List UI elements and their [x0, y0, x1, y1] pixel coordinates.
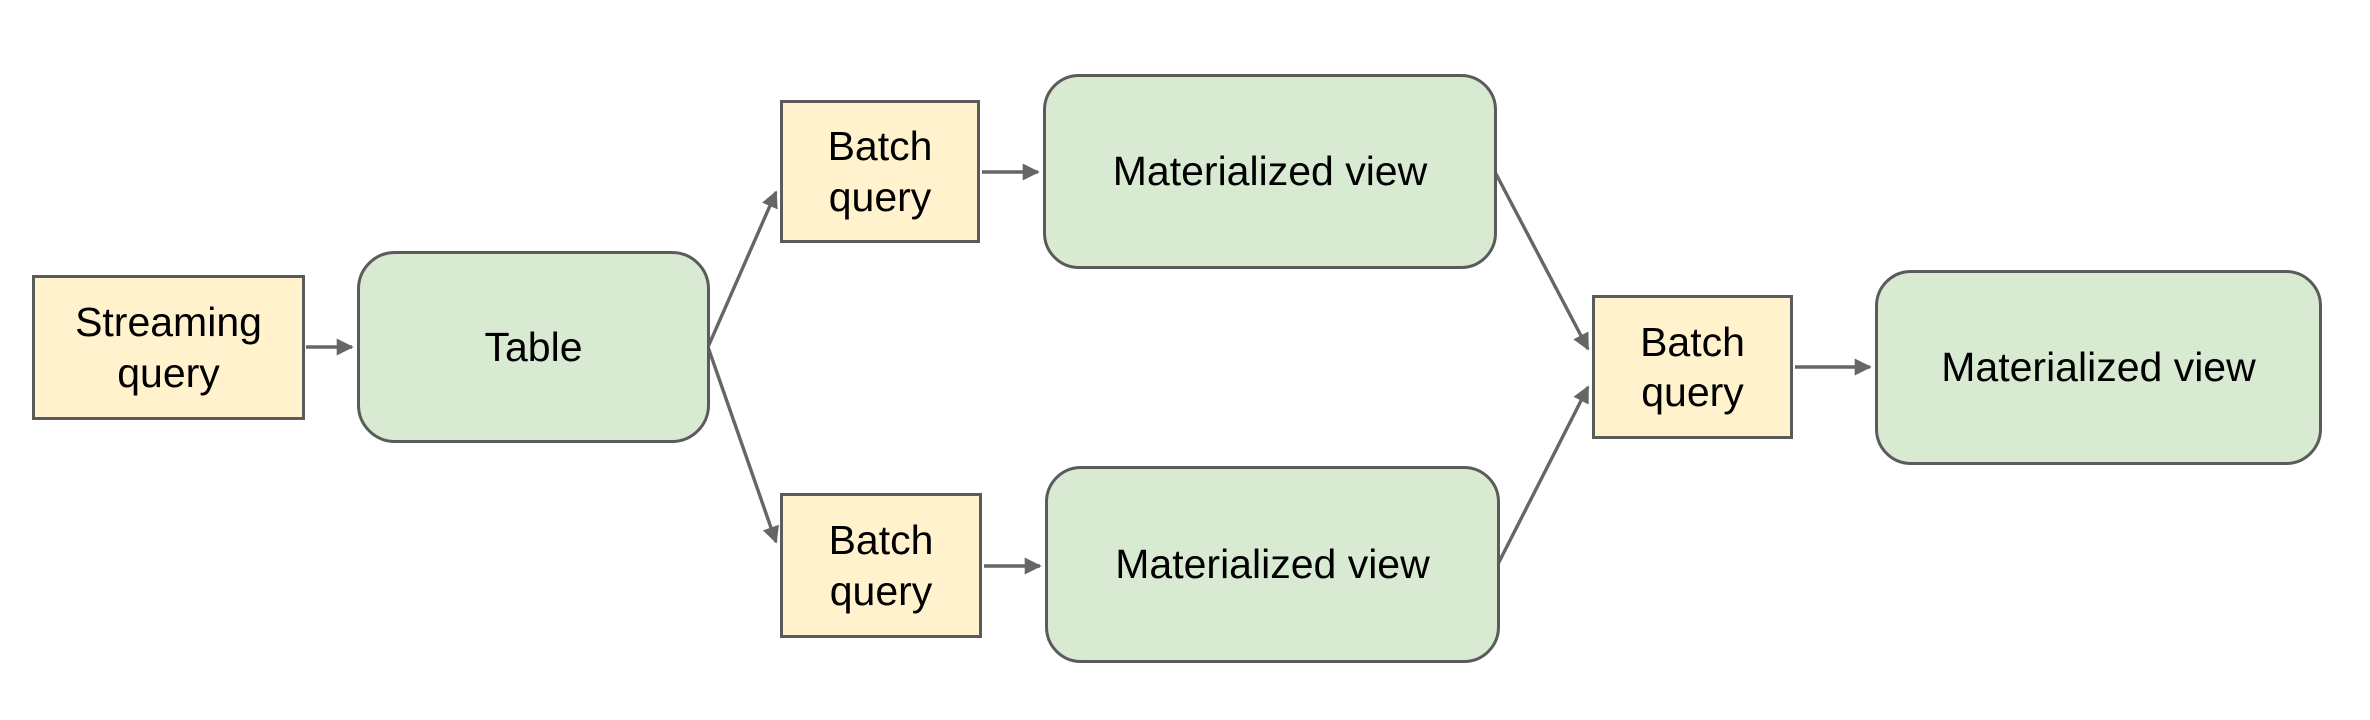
- edge-materialized-view-top-to-batch-query-final: [1493, 171, 1590, 351]
- node-materialized-view-final-label: Materialized view: [1941, 344, 2256, 391]
- node-batch-query-final-label: Batch query: [1640, 318, 1745, 415]
- node-materialized-view-bottom: Materialized view: [1045, 466, 1500, 663]
- node-batch-query-bottom: Batch query: [780, 493, 982, 638]
- node-materialized-view-final: Materialized view: [1875, 270, 2322, 465]
- node-materialized-view-top-label: Materialized view: [1112, 148, 1428, 195]
- edge-table-to-batch-query-bottom: [706, 346, 779, 544]
- node-batch-query-top: Batch query: [780, 100, 980, 243]
- edge-materialized-view-bottom-to-batch-query-final: [1496, 385, 1590, 565]
- node-streaming-query: Streaming query: [32, 275, 305, 420]
- node-batch-query-top-label: Batch query: [827, 123, 933, 220]
- edge-table-to-batch-query-top: [706, 190, 778, 348]
- node-streaming-query-label: Streaming query: [75, 299, 262, 396]
- node-batch-query-bottom-label: Batch query: [828, 517, 934, 614]
- node-materialized-view-top: Materialized view: [1043, 74, 1497, 269]
- node-materialized-view-bottom-label: Materialized view: [1115, 541, 1430, 588]
- node-batch-query-final: Batch query: [1592, 295, 1793, 439]
- node-table-label: Table: [484, 323, 583, 370]
- node-table: Table: [357, 251, 710, 443]
